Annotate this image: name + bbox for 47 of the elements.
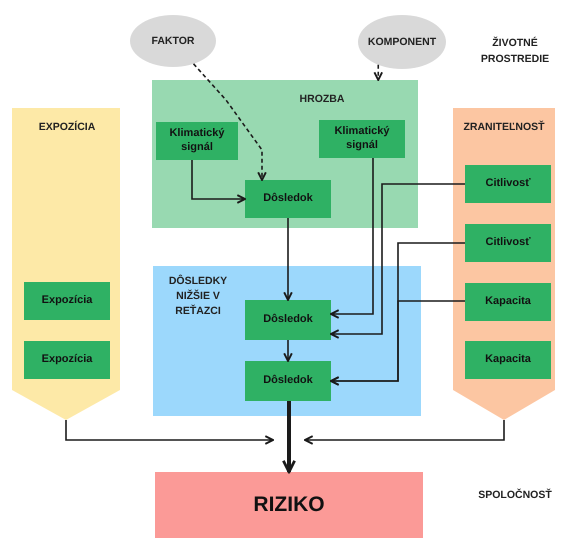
process-box <box>156 122 238 160</box>
arrow <box>192 63 267 181</box>
process-box <box>245 300 331 340</box>
risk-box <box>155 472 423 538</box>
process-box <box>245 180 331 218</box>
arrow <box>330 158 374 319</box>
group-band <box>153 266 421 416</box>
band-title: HROZBA <box>298 92 346 107</box>
process-box <box>24 341 110 379</box>
box-label: Citlivosť <box>486 177 530 191</box>
process-box <box>24 282 110 320</box>
band-title: ZRANITEĽNOSŤ <box>462 120 546 135</box>
ellipse-label: FAKTOR <box>152 35 194 47</box>
arrow <box>283 340 293 362</box>
ellipse-label: KOMPONENT <box>368 36 436 48</box>
arrow <box>373 64 384 81</box>
process-box <box>319 120 405 158</box>
section-label: ŽIVOTNÉ PROSTREDIE <box>480 36 550 67</box>
arrow <box>283 218 293 301</box>
box-label: Dôsledok <box>263 374 313 388</box>
band-title: DÔSLEDKY NIŽŠIE V REŤAZCI <box>168 274 228 320</box>
box-label: Dôsledok <box>263 192 313 206</box>
band-title: EXPOZÍCIA <box>38 120 96 135</box>
process-box <box>465 165 551 203</box>
box-label: Kapacita <box>485 353 531 367</box>
box-label: Dôsledok <box>263 313 313 327</box>
section-label: SPOLOČNOSŤ <box>477 488 553 503</box>
box-label: Expozícia <box>42 353 92 367</box>
arrow <box>330 300 465 386</box>
arrow <box>191 160 246 204</box>
group-band <box>152 80 418 228</box>
box-label: Expozícia <box>42 294 92 308</box>
arrow <box>282 401 296 474</box>
box-label: Klimatický signál <box>333 125 391 153</box>
arrow <box>65 420 274 445</box>
process-box <box>465 283 551 321</box>
process-box <box>465 224 551 262</box>
box-label: Kapacita <box>485 295 531 309</box>
process-box <box>245 361 331 401</box>
arrow <box>304 420 505 445</box>
box-label: Citlivosť <box>486 236 530 250</box>
process-box <box>465 341 551 379</box>
pennant-band <box>12 108 120 420</box>
box-label: Klimatický signál <box>168 127 226 155</box>
arrow <box>330 183 465 339</box>
box-label: RIZIKO <box>253 492 325 518</box>
pennant-band <box>453 108 555 420</box>
